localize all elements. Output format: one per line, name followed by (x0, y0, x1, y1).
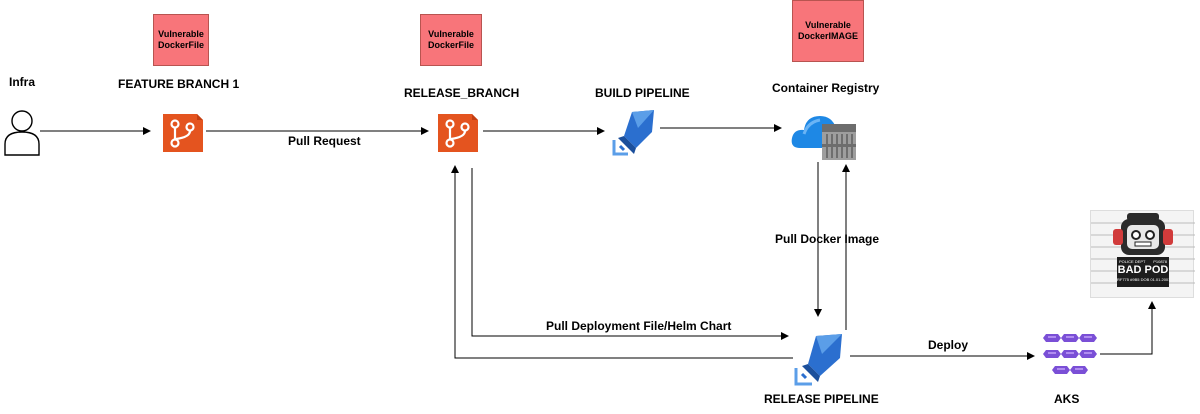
git-repo-icon[interactable] (159, 110, 205, 156)
mugshot-placard: POLICE DEPT P10878 BAD POD RF775 #9B5 DO… (1117, 257, 1169, 287)
pipeline-rocket-icon[interactable] (792, 330, 848, 386)
container-registry-label: Container Registry (772, 81, 880, 95)
pipeline-rocket-icon[interactable] (610, 106, 660, 158)
robot-icon (1091, 213, 1195, 287)
user-icon (4, 110, 40, 156)
git-repo-icon[interactable] (434, 110, 480, 156)
pull-request-label: Pull Request (288, 134, 361, 148)
mugshot-footer: RF775 #9B5 DOB 01.01.2001 (1117, 277, 1169, 282)
pull-deployment-label: Pull Deployment File/Helm Chart (546, 319, 732, 333)
pull-docker-image-label: Pull Docker Image (775, 232, 880, 246)
release-branch-label: RELEASE_BRANCH (404, 86, 520, 100)
aks-label: AKS (1054, 392, 1080, 406)
mugshot-dept: POLICE DEPT (1119, 259, 1146, 264)
feature-branch-label: FEATURE BRANCH 1 (118, 77, 240, 91)
mugshot-name: BAD POD (1117, 264, 1169, 276)
edge-aks-to-bad-pod (1100, 301, 1156, 355)
edge-release-pipeline-back-to-release-branch (451, 165, 793, 359)
mugshot-number: P10878 (1153, 259, 1167, 264)
container-registry-icon[interactable] (790, 104, 860, 164)
build-pipeline-label: BUILD PIPELINE (595, 86, 690, 100)
release-pipeline-label: RELEASE PIPELINE (764, 392, 879, 406)
deploy-label: Deploy (928, 338, 969, 352)
edge-release-branch-to-release-pipeline (471, 168, 789, 340)
infra-label: Infra (9, 75, 36, 89)
bad-pod-mugshot: POLICE DEPT P10878 BAD POD RF775 #9B5 DO… (1090, 210, 1195, 298)
aks-cluster-icon[interactable] (1042, 330, 1104, 384)
